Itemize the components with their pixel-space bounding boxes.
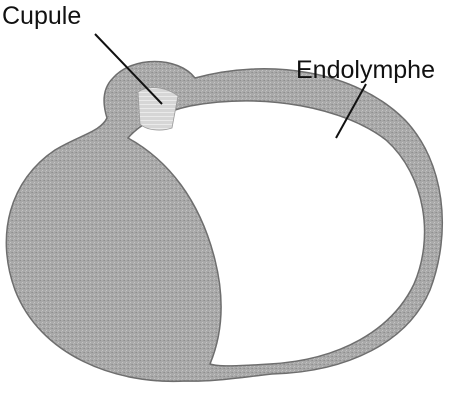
membranous-canal bbox=[6, 62, 442, 382]
cupule-mass bbox=[138, 88, 178, 130]
label-endolymphe: Endolymphe bbox=[296, 58, 435, 83]
label-cupule: Cupule bbox=[2, 4, 81, 29]
